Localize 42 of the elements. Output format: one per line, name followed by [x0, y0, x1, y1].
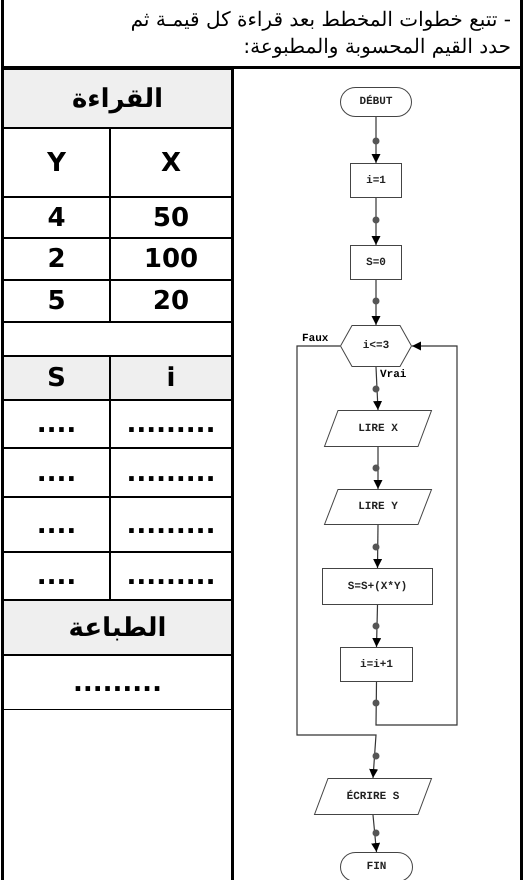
process-box: S=S+(X*Y): [322, 568, 433, 605]
instruction-text: - تتبع خطوات المخطط بعد قراءة كل قيمـة ثم حدد القيم المحسوبة والمطبوعة:: [130, 6, 512, 60]
table-cell: .........: [110, 400, 232, 448]
table-cell: X: [110, 128, 232, 197]
table-cell: ....: [3, 400, 110, 448]
arrow: [372, 198, 380, 245]
terminal-shape: FIN: [340, 852, 413, 880]
table-cell: 20: [110, 280, 232, 322]
terminal-shape: DÉBUT: [340, 87, 412, 117]
input-output-parallelogram: LIRE Y: [324, 489, 432, 525]
process-box: i=1: [350, 163, 402, 198]
arrow: [375, 342, 458, 726]
table-cell: .........: [110, 497, 232, 552]
header-cell: i: [110, 356, 232, 400]
input-output-parallelogram: LIRE X: [324, 410, 432, 447]
decision-hexagon: i<=3: [340, 325, 412, 367]
table-cell: 2: [3, 238, 110, 280]
process-box: i=i+1: [340, 647, 413, 682]
table-cell: 5: [3, 280, 110, 322]
table-cell: ....: [3, 497, 110, 552]
header-cell: الطباعة: [3, 600, 232, 655]
arrow: [371, 814, 380, 852]
arrow: [372, 117, 380, 163]
table-cell: .........: [110, 552, 232, 600]
table-cell: .........: [110, 448, 232, 497]
table-cell: 100: [110, 238, 232, 280]
table-cell: Y: [3, 128, 110, 197]
arrow: [373, 525, 382, 568]
table-cell: ....: [3, 448, 110, 497]
table-cell: 50: [110, 197, 232, 238]
header-cell: S: [3, 356, 110, 400]
arrow: [372, 604, 382, 648]
table-cell: ....: [3, 552, 110, 600]
arrow: [374, 447, 382, 489]
arrow: [296, 345, 378, 778]
process-box: S=0: [350, 245, 402, 280]
header-cell: القراءة: [3, 69, 232, 128]
arrow: [373, 366, 382, 410]
table-cell: 4: [3, 197, 110, 238]
arrow: [372, 280, 380, 325]
table-cell: .........: [3, 655, 232, 710]
input-output-parallelogram: ÉCRIRE S: [314, 778, 432, 815]
